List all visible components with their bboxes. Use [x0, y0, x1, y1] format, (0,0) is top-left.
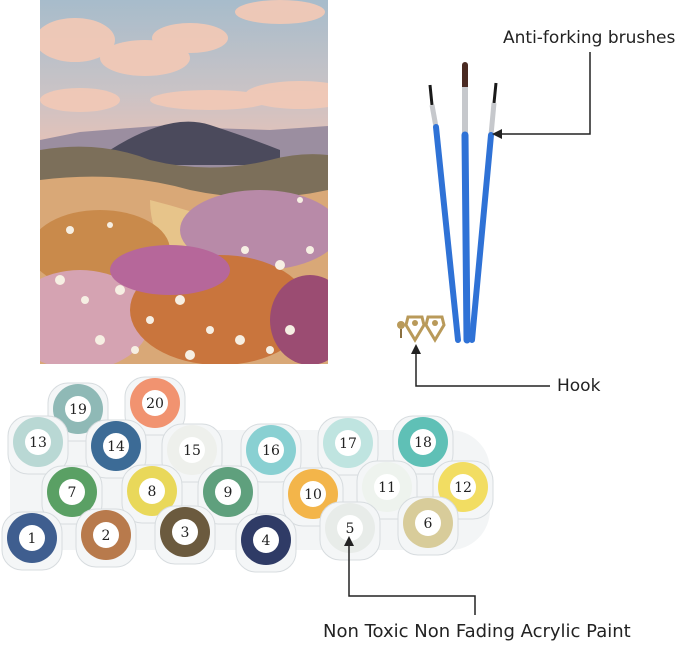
pot-number: 18 — [414, 435, 432, 451]
paint-pot-19: 19 — [47, 382, 109, 442]
pot-number: 15 — [183, 443, 201, 459]
pot-number-sticker — [139, 478, 165, 504]
brush-1 — [428, 84, 461, 343]
pot-number-sticker — [253, 527, 279, 553]
pot-number: 6 — [424, 516, 433, 532]
paint-pot-18: 18 — [392, 415, 454, 475]
paint-label: Non Toxic Non Fading Acrylic Paint — [323, 621, 631, 642]
pot-number-sticker — [337, 515, 363, 541]
pot-number-sticker — [215, 479, 241, 505]
pot-number: 11 — [378, 480, 396, 496]
pot-number-sticker — [335, 430, 361, 456]
paint-pot-13: 13 — [7, 415, 69, 475]
paint-pot-1: 1 — [1, 511, 63, 571]
hook-2 — [424, 315, 446, 343]
pot-number: 16 — [262, 443, 280, 459]
pot-number: 17 — [339, 436, 357, 452]
pot-number-sticker — [374, 474, 400, 500]
pot-number: 1 — [28, 531, 37, 547]
pot-number: 2 — [102, 528, 111, 544]
pot-number-sticker — [300, 481, 326, 507]
paint-pot-2: 2 — [75, 508, 137, 568]
pot-number-sticker — [258, 437, 284, 463]
pot-number: 9 — [224, 485, 233, 501]
tools — [397, 62, 498, 344]
paint-pot-15: 15 — [161, 423, 223, 483]
pot-number-sticker — [103, 433, 129, 459]
paint-pot-4: 4 — [235, 513, 297, 573]
pot-number-sticker — [415, 510, 441, 536]
paint-pot-5: 5 — [319, 501, 381, 561]
pot-number: 7 — [68, 485, 77, 501]
paint-pot-16: 16 — [240, 423, 302, 483]
brush-2 — [461, 62, 471, 344]
dark-mountain — [110, 121, 280, 165]
pot-number-sticker — [93, 522, 119, 548]
pot-number: 12 — [454, 480, 472, 496]
paint-pot-6: 6 — [397, 496, 459, 556]
hook-label: Hook — [557, 376, 601, 396]
pot-number: 3 — [181, 525, 190, 541]
hook-screw — [397, 321, 405, 338]
pot-number-sticker — [142, 390, 168, 416]
brushes-label: Anti-forking brushes — [503, 28, 676, 48]
paint-pot-9: 9 — [197, 465, 259, 525]
pot-number: 19 — [69, 402, 87, 418]
pot-number: 20 — [146, 396, 164, 412]
paint-pot-20: 20 — [124, 376, 186, 436]
pot-number-sticker — [19, 525, 45, 551]
pot-number: 8 — [148, 484, 157, 500]
pot-number-sticker — [65, 396, 91, 422]
pot-number: 14 — [107, 439, 125, 455]
landscape-painting — [40, 0, 328, 364]
pot-number-sticker — [172, 519, 198, 545]
pot-number-sticker — [450, 474, 476, 500]
white-blossoms — [55, 197, 314, 360]
pot-number: 10 — [304, 487, 322, 503]
pot-number-sticker — [25, 429, 51, 455]
pot-number-sticker — [179, 437, 205, 463]
paint-pot-10: 10 — [282, 467, 344, 527]
clouds — [40, 0, 328, 112]
paint-pot-3: 3 — [154, 505, 216, 565]
flower-fields — [40, 190, 328, 364]
paint-pot-14: 14 — [85, 419, 147, 479]
pot-number-sticker — [410, 429, 436, 455]
pot-number: 5 — [346, 521, 355, 537]
hook-1 — [404, 315, 426, 343]
pot-number: 4 — [262, 533, 271, 549]
paint-pot-7: 7 — [41, 465, 103, 525]
paint-pot-17: 17 — [317, 416, 379, 476]
pot-number-sticker — [59, 479, 85, 505]
pot-number: 13 — [29, 435, 47, 451]
brush-3 — [469, 82, 498, 343]
